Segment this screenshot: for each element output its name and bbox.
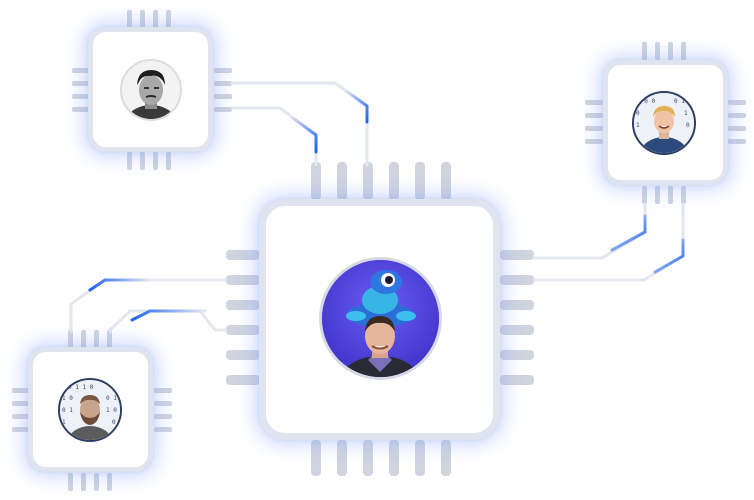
center-chip-pins: [226, 162, 534, 476]
svg-text:0: 0: [112, 419, 116, 426]
svg-text:0: 0: [636, 110, 640, 117]
wire-center-top-right-1: [532, 202, 647, 260]
top-left-chip-pins: [72, 10, 232, 170]
svg-text:1: 1: [684, 110, 688, 117]
avatar-center: [319, 257, 442, 380]
svg-text:0 1: 0 1: [106, 395, 117, 402]
wire-center-top-right-2-accent: [653, 238, 685, 274]
wire-center-bottom-left-2-accent: [130, 309, 207, 322]
wire-center-top-right-1-accent: [610, 214, 647, 252]
wire-top-left-center-2: [230, 106, 318, 167]
avatar-top-right: 1 0 0 0 1 0 1 1 0: [632, 91, 696, 155]
svg-text:0 1 1 0: 0 1 1 0: [68, 384, 94, 391]
svg-text:1: 1: [636, 122, 640, 129]
wire-top-left-center-1-accent: [343, 88, 369, 124]
svg-text:0: 0: [686, 122, 690, 129]
svg-text:1 0: 1 0: [106, 407, 117, 414]
top-right-chip-pins: [585, 42, 746, 204]
svg-text:0 1: 0 1: [62, 407, 73, 414]
frog-mascot-icon: [346, 270, 416, 327]
wire-center-bottom-left-1: [69, 278, 228, 334]
svg-text:1 0 0: 1 0 0: [637, 98, 655, 105]
wire-center-bottom-left-1-accent: [88, 278, 152, 292]
svg-text:0 1: 0 1: [674, 98, 685, 105]
svg-text:1: 1: [62, 419, 66, 426]
avatar-bottom-left: 0 1 1 0 1 0 0 1 0 1 1 0 1 0: [58, 378, 122, 442]
avatar-top-left: [120, 59, 182, 121]
bottom-left-chip-pins: [12, 330, 172, 491]
svg-text:1 0: 1 0: [62, 395, 73, 402]
wire-center-bottom-left-2: [108, 309, 228, 334]
chip-center: [259, 199, 500, 440]
wire-top-left-center-2-accent: [288, 114, 318, 154]
